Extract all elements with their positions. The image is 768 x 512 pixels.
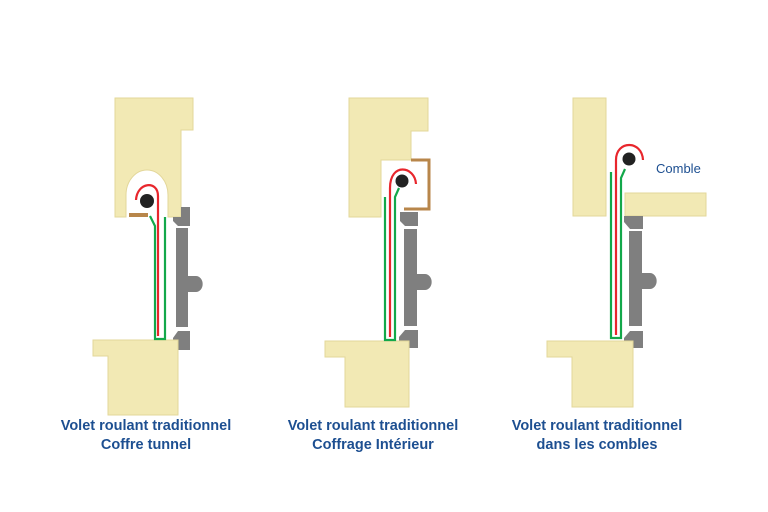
attic-label: Comble	[656, 161, 701, 176]
diagram-attic	[546, 97, 707, 408]
caption-subtitle: dans les combles	[536, 437, 658, 453]
roll-icon	[140, 194, 154, 208]
sill-block	[324, 340, 410, 408]
caption-tunnel-box: Volet roulant traditionnel Coffre tunnel	[16, 417, 276, 455]
lintel-block	[348, 97, 429, 218]
wall-block	[572, 97, 607, 217]
box-casing	[404, 158, 431, 211]
sill-block	[546, 340, 634, 408]
frame-handle	[642, 273, 657, 289]
caption-attic: Volet roulant traditionnel dans les comb…	[467, 417, 727, 455]
strap-red	[134, 184, 160, 336]
strap-green	[383, 187, 401, 342]
diagram-interior-box	[324, 97, 432, 408]
roll-icon	[395, 174, 409, 188]
roll-icon	[622, 152, 636, 166]
frame-top	[173, 207, 190, 226]
strap-green	[609, 168, 627, 340]
strap-red	[614, 144, 645, 335]
caption-subtitle: Coffrage Intérieur	[312, 437, 434, 453]
caption-title: Volet roulant traditionnel	[60, 418, 232, 434]
caption-title: Volet roulant traditionnel	[287, 418, 459, 434]
caption-interior-box: Volet roulant traditionnel Coffrage Inté…	[243, 417, 503, 455]
lintel-block	[114, 97, 194, 218]
frame-top	[624, 216, 643, 229]
frame-handle	[417, 274, 432, 290]
caption-title: Volet roulant traditionnel	[511, 418, 683, 434]
strap-green	[149, 215, 167, 341]
frame-handle	[188, 276, 203, 292]
sill-block	[92, 339, 179, 416]
strap-red	[388, 168, 418, 337]
frame-side	[629, 231, 642, 326]
frame-side	[176, 228, 188, 327]
frame-top	[400, 212, 418, 226]
diagram-tunnel-box	[92, 97, 203, 416]
frame-side	[404, 229, 417, 326]
box-strip	[129, 213, 148, 217]
caption-subtitle: Coffre tunnel	[100, 437, 192, 453]
ceiling-slab	[624, 192, 707, 217]
